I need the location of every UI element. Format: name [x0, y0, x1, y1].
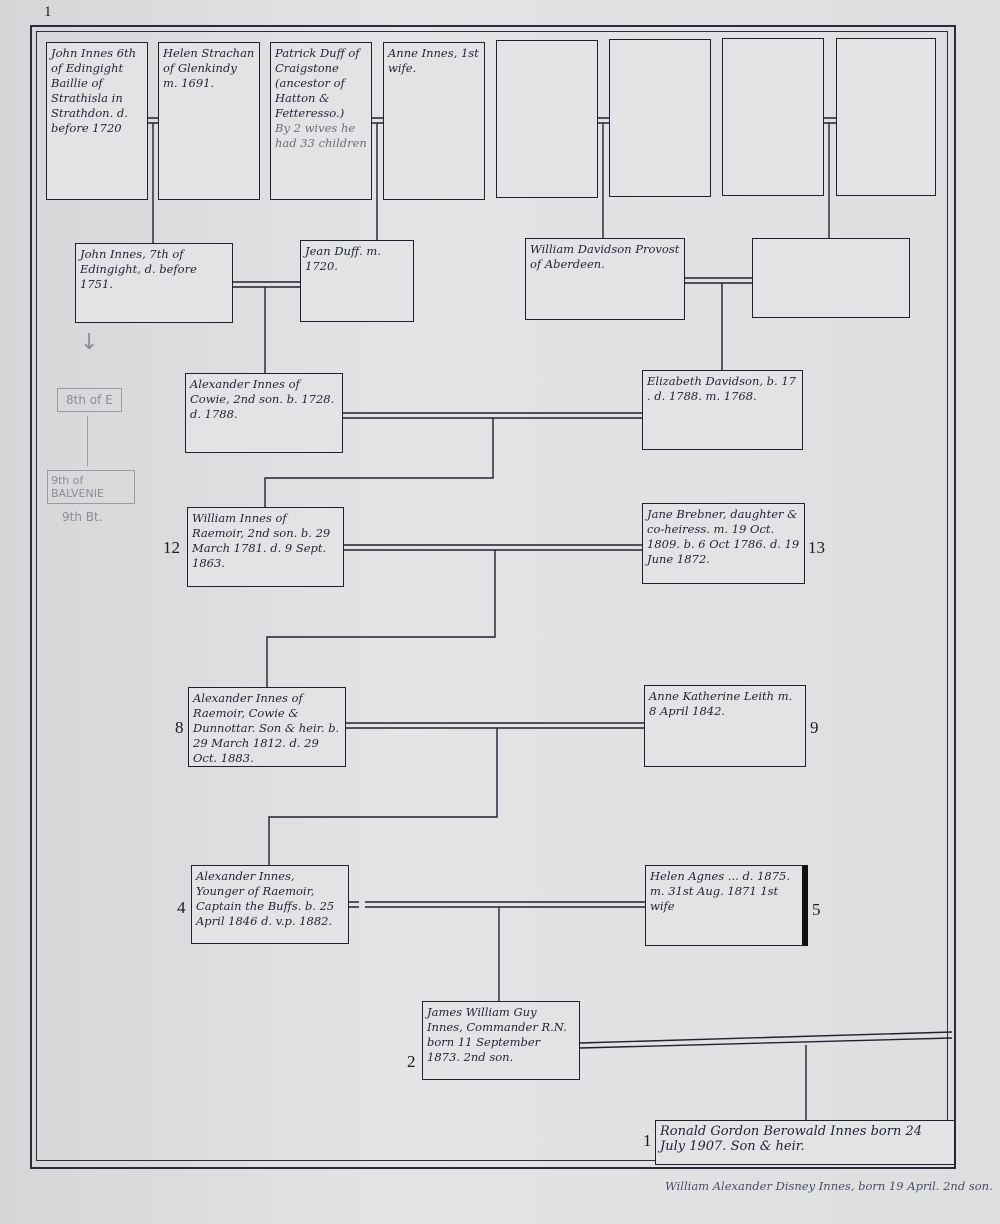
person-text: Jane Brebner, daughter & co-heiress. m. … [647, 507, 800, 566]
pencil-arrow-down-icon: ↓ [80, 330, 99, 355]
person-note: By 2 wives he had 33 children [275, 121, 367, 150]
person-box-helen-strachan: Helen Strachan of Glenkindy m. 1691. [158, 42, 260, 200]
person-text: Patrick Duff of Craigstone (ancestor of … [275, 46, 360, 120]
person-box-jane-brebner: Jane Brebner, daughter & co-heiress. m. … [642, 503, 805, 584]
person-text: Alexander Innes of Cowie, 2nd son. b. 17… [190, 377, 335, 421]
person-text: Jean Duff. m. 1720. [305, 244, 381, 273]
person-box-anne-innes: Anne Innes, 1st wife. [383, 42, 485, 200]
person-box-alexander-innes-cowie: Alexander Innes of Cowie, 2nd son. b. 17… [185, 373, 343, 453]
person-number: 5 [812, 900, 821, 919]
person-text: James William Guy Innes, Commander R.N. … [427, 1005, 567, 1064]
person-text: John Innes 6th of Edingight Baillie of S… [51, 46, 137, 135]
pencil-line [87, 416, 88, 466]
person-box-william-innes-raemoir: William Innes of Raemoir, 2nd son. b. 29… [187, 507, 344, 587]
person-box-anne-katherine-leith: Anne Katherine Leith m. 8 April 1842. [644, 685, 806, 767]
person-text: William Innes of Raemoir, 2nd son. b. 29… [192, 511, 331, 570]
person-number: 9 [810, 718, 819, 737]
person-box-alexander-innes-raemoir: Alexander Innes of Raemoir, Cowie & Dunn… [188, 687, 346, 767]
person-box-patrick-duff: Patrick Duff of Craigstone (ancestor of … [270, 42, 372, 200]
person-text: Helen Agnes ... d. 1875. m. 31st Aug. 18… [650, 869, 791, 913]
pencil-note-balvenie: 9th of BALVENIE [47, 470, 135, 504]
chart-frame-outer [30, 25, 956, 1169]
person-box-helen-agnes: Helen Agnes ... d. 1875. m. 31st Aug. 18… [645, 865, 808, 946]
person-text: Elizabeth Davidson, b. 17 . d. 1788. m. … [647, 374, 796, 403]
person-text: Anne Katherine Leith m. 8 April 1842. [649, 689, 793, 718]
person-number: 2 [407, 1052, 416, 1071]
person-box-alexander-innes-younger: Alexander Innes, Younger of Raemoir, Cap… [191, 865, 349, 944]
person-box-john-innes-6th: John Innes 6th of Edingight Baillie of S… [46, 42, 148, 200]
chart-frame-inner [36, 31, 948, 1161]
pencil-note-baronet: 9th Bt. [62, 510, 103, 524]
person-number: 1 [643, 1131, 652, 1150]
pencil-note-8th-of-e: 8th of E [57, 388, 122, 412]
person-number: 12 [163, 538, 180, 557]
person-box-jean-duff: Jean Duff. m. 1720. [300, 240, 414, 322]
person-box-ronald-gordon-berowald-innes: Ronald Gordon Berowald Innes born 24 Jul… [655, 1120, 955, 1165]
person-box-william-davidson: William Davidson Provost of Aberdeen. [525, 238, 685, 320]
person-text: Anne Innes, 1st wife. [388, 46, 479, 75]
person-number: 8 [175, 718, 184, 737]
person-text: Ronald Gordon Berowald Innes born 24 Jul… [660, 1124, 922, 1154]
footnote-second-son: William Alexander Disney Innes, born 19 … [665, 1179, 993, 1193]
person-number: 4 [177, 898, 186, 917]
person-number: 13 [808, 538, 825, 557]
person-box-empty [836, 38, 936, 196]
person-text: Alexander Innes of Raemoir, Cowie & Dunn… [193, 691, 340, 765]
person-box-empty [609, 39, 711, 197]
person-text: John Innes, 7th of Edingight, d. before … [80, 247, 197, 291]
person-box-john-innes-7th: John Innes, 7th of Edingight, d. before … [75, 243, 233, 323]
page-number: 1 [44, 4, 52, 20]
person-box-james-william-guy-innes: James William Guy Innes, Commander R.N. … [422, 1001, 580, 1080]
person-text: William Davidson Provost of Aberdeen. [530, 242, 680, 271]
person-text: Helen Strachan of Glenkindy m. 1691. [163, 46, 255, 90]
person-box-empty [496, 40, 598, 198]
person-box-elizabeth-davidson: Elizabeth Davidson, b. 17 . d. 1788. m. … [642, 370, 803, 450]
person-text: Alexander Innes, Younger of Raemoir, Cap… [196, 869, 335, 928]
person-box-empty [752, 238, 910, 318]
person-box-empty [722, 38, 824, 196]
